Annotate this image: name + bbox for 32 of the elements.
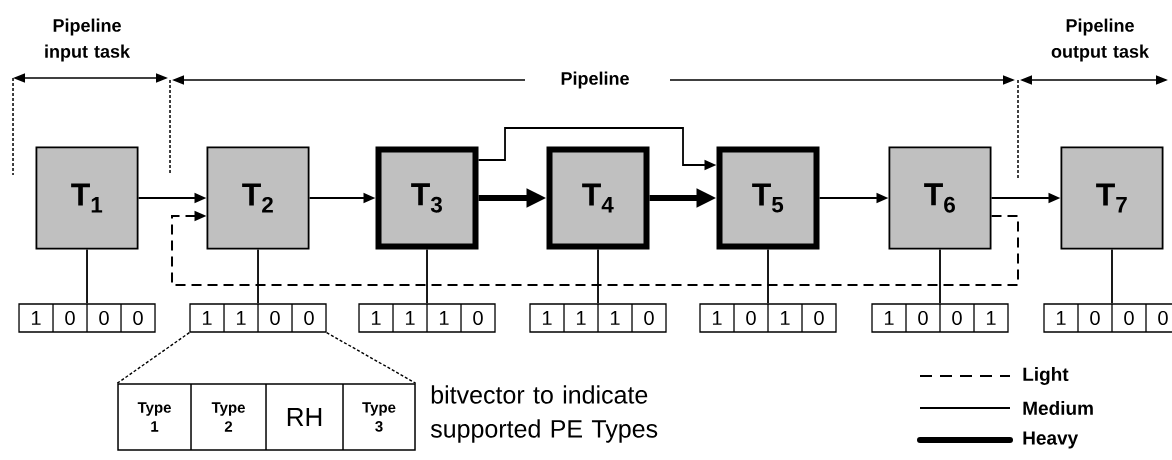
connector-line	[257, 248, 259, 305]
task-box: T$_{5}$	[716, 146, 820, 250]
task-box: T$_{2}$	[206, 146, 310, 250]
task-box: T$_{6}$	[888, 146, 992, 250]
bitvector-box: 1 1 1 0	[529, 303, 667, 333]
task-box: T$_{7}$	[1060, 146, 1164, 250]
legend-label: Heavy	[1023, 431, 1079, 449]
legend-label: Light	[1023, 367, 1069, 385]
connector-line	[939, 248, 941, 305]
bitvector-detail-box: Type 1 Type 2 RH Type 3	[117, 383, 416, 451]
bitvector-box: 1 0 0 0	[18, 303, 156, 333]
node-label: bitvector to indicate supported PE Types	[430, 385, 658, 443]
bitvector-box: 1 0 0 0	[1043, 303, 1172, 333]
bitvector-box: 1 1 0 0	[189, 303, 327, 333]
dimension-label: Pipeline output task	[1051, 18, 1149, 62]
dimension-label: Pipeline	[561, 71, 629, 89]
dimension-label: Pipeline input task	[45, 18, 131, 62]
light-arrow	[171, 210, 1019, 286]
task-box: T$_{4}$	[546, 146, 650, 250]
zoom-line	[116, 331, 191, 384]
connector-line	[426, 248, 428, 305]
bitvector-box: 1 0 0 1	[871, 303, 1009, 333]
bitvector-box: 1 1 1 0	[358, 303, 496, 333]
task-box: T$_{3}$	[375, 146, 479, 250]
zoom-line	[325, 331, 417, 384]
connector-line	[597, 248, 599, 305]
connector-line	[1111, 248, 1113, 305]
connector-line	[86, 248, 88, 305]
bitvector-box: 1 0 1 0	[699, 303, 837, 333]
task-box: T$_{1}$	[35, 146, 139, 250]
connector-line	[767, 248, 769, 305]
legend-label: Medium	[1023, 401, 1093, 415]
